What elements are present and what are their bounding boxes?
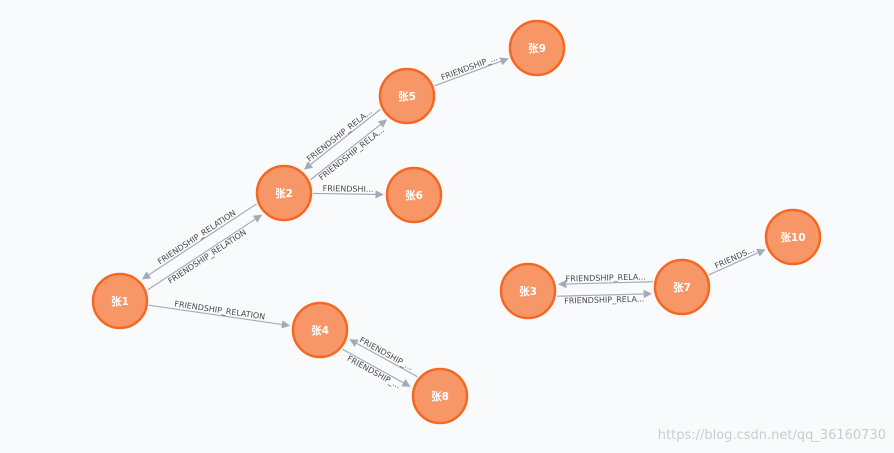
node-circle[interactable] bbox=[385, 166, 443, 224]
person-node[interactable]: 张7 bbox=[653, 258, 711, 316]
relationship-label: FRIENDSHI... bbox=[323, 184, 374, 194]
node-circle[interactable] bbox=[411, 367, 469, 425]
relationship-layer: FRIENDSHIP_RELATION FRIENDSHIP_RELATION FR… bbox=[141, 53, 766, 390]
relationship-line[interactable] bbox=[708, 249, 766, 276]
node-label: 张4 bbox=[311, 324, 329, 337]
person-node[interactable]: 张9 bbox=[508, 19, 566, 77]
relationship-edge[interactable]: FRIENDSHIP_... bbox=[433, 53, 509, 87]
relationship-line[interactable] bbox=[349, 339, 418, 378]
node-label: 张9 bbox=[528, 42, 546, 55]
relationship-line[interactable] bbox=[557, 279, 653, 289]
node-circle[interactable] bbox=[508, 19, 566, 77]
relationship-edge[interactable]: FRIENDSHIP_... bbox=[349, 336, 418, 378]
relationship-label: FRIENDSHIP_RELA... bbox=[317, 125, 386, 182]
relationship-edge[interactable]: FRIENDSHI... bbox=[312, 184, 384, 199]
watermark-text: https://blog.csdn.net/qq_36160730 bbox=[657, 428, 886, 443]
node-layer: 张1 张2 张3 张4 张5 张6 张7 张8 张9 张10 bbox=[91, 19, 822, 425]
node-label: 张1 bbox=[111, 295, 129, 308]
relationship-label: FRIENDSHIP_RELA... bbox=[564, 294, 644, 305]
node-label: 张5 bbox=[398, 90, 416, 103]
person-node[interactable]: 张6 bbox=[385, 166, 443, 224]
node-circle[interactable] bbox=[378, 67, 436, 125]
node-label: 张7 bbox=[673, 281, 691, 294]
node-circle[interactable] bbox=[764, 208, 822, 266]
person-node[interactable]: 张10 bbox=[764, 208, 822, 266]
node-label: 张8 bbox=[431, 390, 449, 403]
relationship-edge[interactable]: FRIENDSHIP_RELATION bbox=[148, 299, 291, 329]
relationship-edge[interactable]: FRIENDS... bbox=[708, 245, 766, 276]
relationship-label: FRIENDSHIP_RELA... bbox=[566, 272, 646, 283]
node-label: 张10 bbox=[780, 231, 805, 244]
relationship-line[interactable] bbox=[433, 57, 509, 87]
relationship-line[interactable] bbox=[147, 214, 263, 291]
node-label: 张6 bbox=[405, 189, 423, 202]
relationship-edge[interactable]: FRIENDSHIP_RELA... bbox=[557, 289, 653, 306]
relationship-line[interactable] bbox=[557, 289, 653, 299]
relationship-edge[interactable]: FRIENDSHIP_RELATION bbox=[141, 203, 257, 280]
node-circle[interactable] bbox=[653, 258, 711, 316]
node-circle[interactable] bbox=[291, 301, 349, 359]
relationship-line[interactable] bbox=[148, 304, 291, 329]
node-circle[interactable] bbox=[499, 262, 557, 320]
node-label: 张2 bbox=[275, 187, 293, 200]
relationship-line[interactable] bbox=[310, 119, 388, 181]
relationship-label: FRIENDSHIP_... bbox=[440, 53, 499, 82]
node-circle[interactable] bbox=[91, 272, 149, 330]
person-node[interactable]: 张1 bbox=[91, 272, 149, 330]
relationship-label: FRIENDSHIP_RELA... bbox=[305, 107, 374, 164]
relationship-line[interactable] bbox=[342, 348, 411, 387]
relationship-label: FRIENDS... bbox=[713, 245, 755, 271]
person-node[interactable]: 张4 bbox=[291, 301, 349, 359]
person-node[interactable]: 张5 bbox=[378, 67, 436, 125]
node-circle[interactable] bbox=[255, 164, 313, 222]
relationship-line[interactable] bbox=[141, 203, 257, 280]
node-label: 张3 bbox=[519, 285, 537, 298]
relationship-edge[interactable]: FRIENDSHIP_RELA... bbox=[557, 272, 653, 289]
relationship-line[interactable] bbox=[312, 190, 384, 199]
relationship-line[interactable] bbox=[303, 108, 381, 170]
person-node[interactable]: 张2 bbox=[255, 164, 313, 222]
person-node[interactable]: 张3 bbox=[499, 262, 557, 320]
person-node[interactable]: 张8 bbox=[411, 367, 469, 425]
